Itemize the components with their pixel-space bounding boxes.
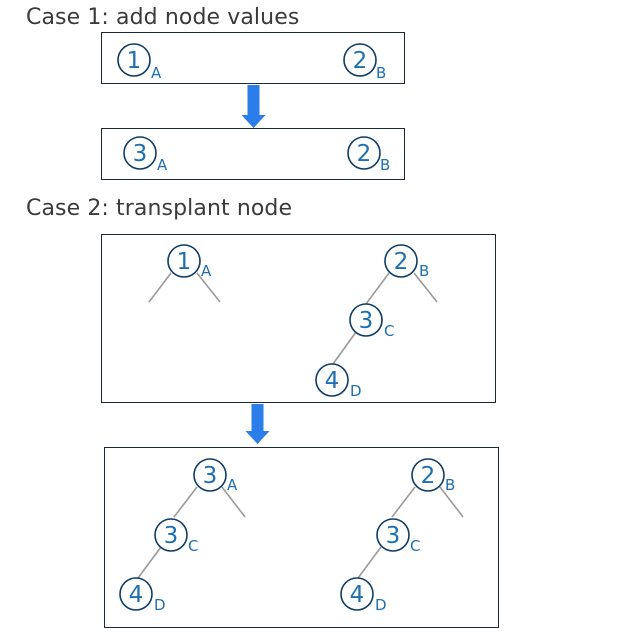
edge [357,546,382,579]
node-value: 1 [127,48,142,74]
node: 3 A [123,136,168,174]
node-label: B [380,156,390,174]
node: 4 D [315,363,362,400]
case1-title: Case 1: add node values [26,5,300,30]
down-arrow-icon [245,404,270,444]
node: 2 B [343,43,386,82]
node-value: 1 [177,249,192,275]
case1-after-panel: 3 A 2 B [101,128,405,180]
edge [221,486,246,518]
edge [332,331,357,365]
node: 3 A [193,458,238,494]
node-value: 3 [203,463,218,489]
node-value: 3 [164,523,179,549]
case2-after-panel: 3 A 3 C 4 D 2 B 3 C 4 D [104,447,499,628]
node-value: 3 [386,523,401,549]
node-label: D [154,596,166,614]
node-label: A [151,64,162,82]
edge [413,272,438,303]
node-value: 2 [357,141,372,167]
node: 2 B [411,458,455,494]
node-value: 4 [325,368,340,394]
node-value: 2 [421,463,436,489]
node: 3 C [376,518,420,555]
node: 1 A [167,244,212,280]
node-label: D [375,596,387,614]
node: 1 A [117,43,162,82]
edge [148,272,172,303]
node-value: 4 [350,582,365,608]
node: 2 B [384,244,429,280]
edge [137,546,162,579]
node-value: 4 [129,582,144,608]
node-value: 2 [394,249,409,275]
node-label: A [201,262,212,280]
node: 2 B [347,136,390,174]
node-label: B [419,262,429,280]
node-label: D [350,382,362,400]
node-label: B [376,64,386,82]
node-label: A [227,476,238,494]
node: 3 C [349,303,394,340]
node-label: A [157,156,168,174]
node: 4 D [340,577,387,614]
edge [391,486,416,518]
case2-before-panel: 1 A 2 B 3 C 4 D [101,234,496,403]
node-label: C [188,537,198,555]
edge [439,486,464,518]
edge [173,486,198,518]
node-label: C [384,322,394,340]
case2-title: Case 2: transplant node [26,196,293,221]
edge [196,272,221,303]
node: 4 D [119,577,166,614]
node-value: 2 [353,48,368,74]
node-value: 3 [359,308,374,334]
node: 3 C [154,518,198,555]
node-value: 3 [133,141,148,167]
edge [365,272,390,305]
down-arrow-icon [241,85,266,128]
case1-before-panel: 1 A 2 B [101,32,405,84]
node-label: B [445,476,455,494]
node-label: C [410,537,420,555]
